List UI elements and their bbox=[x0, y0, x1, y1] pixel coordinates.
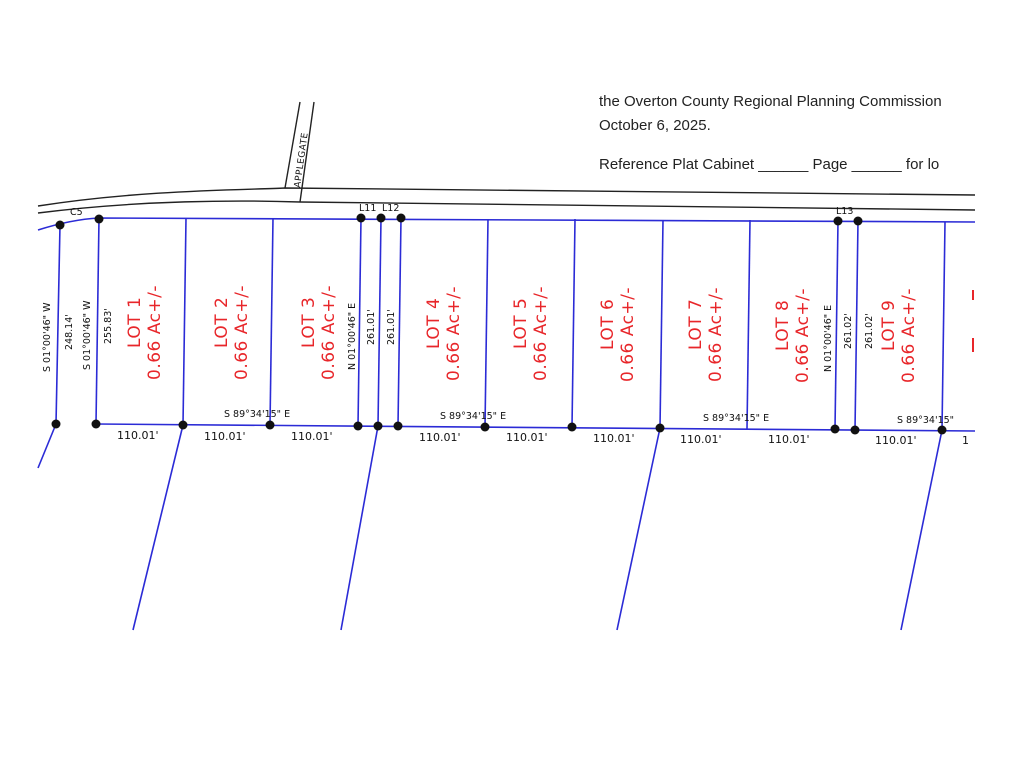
rear-length-10: 1 bbox=[962, 434, 969, 447]
corner-point bbox=[376, 213, 386, 223]
lot-7-area: 0.66 Ac+/- bbox=[706, 287, 726, 382]
side-length-left-1: 248.14' bbox=[64, 314, 75, 350]
line-label-l13: L13 bbox=[836, 206, 853, 217]
side-line-2 bbox=[95, 217, 100, 425]
lot-labels: LOT 1 0.66 Ac+/- LOT 2 0.66 Ac+/- LOT 3 … bbox=[125, 285, 919, 383]
side-bearing-mid-2: N 01°00'46" E bbox=[823, 305, 834, 372]
side-length-mid-2: 261.01' bbox=[386, 309, 397, 345]
road-name-label: APPLEGATE bbox=[293, 132, 311, 189]
rear-length-2: 110.01' bbox=[204, 430, 246, 443]
diagonal-line-1 bbox=[37, 423, 57, 469]
rear-length-3: 110.01' bbox=[291, 430, 333, 443]
corner-point bbox=[356, 213, 366, 223]
rear-length-7: 110.01' bbox=[680, 433, 722, 446]
corner-points bbox=[51, 213, 947, 435]
road-edges bbox=[37, 101, 976, 214]
lot-3-area: 0.66 Ac+/- bbox=[319, 285, 339, 380]
applegate-road-left-edge bbox=[284, 101, 301, 189]
side-line-14 bbox=[941, 221, 946, 431]
rear-length-6: 110.01' bbox=[593, 432, 635, 445]
side-line-8 bbox=[484, 218, 489, 428]
lot-8-area: 0.66 Ac+/- bbox=[793, 288, 813, 383]
corner-point bbox=[51, 419, 61, 429]
side-length-mid-4: 261.02' bbox=[864, 313, 875, 349]
corner-point bbox=[396, 213, 406, 223]
corner-point bbox=[94, 214, 104, 224]
diagonal-line-2 bbox=[132, 424, 184, 631]
corner-point bbox=[853, 216, 863, 226]
line-label-l11: L11 bbox=[359, 203, 376, 214]
lot-4-area: 0.66 Ac+/- bbox=[444, 286, 464, 381]
rear-length-4: 110.01' bbox=[419, 431, 461, 444]
corner-point bbox=[265, 420, 275, 430]
corner-point bbox=[937, 425, 947, 435]
corner-point bbox=[178, 420, 188, 430]
header-note-line-1: the Overton County Regional Planning Com… bbox=[599, 93, 942, 110]
lot-1-area: 0.66 Ac+/- bbox=[145, 285, 165, 380]
lot-2-name: LOT 2 bbox=[212, 297, 232, 348]
lot-8-name: LOT 8 bbox=[773, 300, 793, 351]
corner-point bbox=[567, 422, 577, 432]
side-bearing-left-2: S 01°00'46" W bbox=[82, 300, 93, 370]
diagonal-line-4 bbox=[616, 427, 661, 631]
side-bearing-left-1: S 01°00'46" W bbox=[42, 302, 53, 372]
rear-length-8: 110.01' bbox=[768, 433, 810, 446]
side-line-7 bbox=[397, 217, 402, 427]
lot-2-area: 0.66 Ac+/- bbox=[232, 285, 252, 380]
diagonal-line-5 bbox=[900, 429, 943, 631]
corner-point bbox=[55, 220, 65, 230]
line-label-l12: L12 bbox=[382, 203, 399, 214]
corner-point bbox=[353, 421, 363, 431]
corner-point bbox=[850, 425, 860, 435]
rear-line bbox=[95, 423, 976, 432]
lot-1-name: LOT 1 bbox=[125, 297, 145, 348]
corner-point bbox=[91, 419, 101, 429]
road-north-edge bbox=[37, 187, 976, 207]
lot-boundaries bbox=[37, 217, 976, 631]
side-line-3 bbox=[182, 217, 187, 426]
rear-length-1: 110.01' bbox=[117, 429, 159, 442]
lot-5-area: 0.66 Ac+/- bbox=[531, 286, 551, 381]
lot-6-area: 0.66 Ac+/- bbox=[618, 287, 638, 382]
applegate-road-right-edge bbox=[299, 101, 315, 203]
rear-length-9: 110.01' bbox=[875, 434, 917, 447]
lot-3-name: LOT 3 bbox=[299, 297, 319, 348]
side-line-10 bbox=[659, 219, 664, 429]
side-line-1 bbox=[55, 224, 61, 425]
corner-point bbox=[393, 421, 403, 431]
corner-point bbox=[373, 421, 383, 431]
lot-9-area: 0.66 Ac+/- bbox=[899, 288, 919, 383]
corner-point bbox=[655, 423, 665, 433]
lot-5-name: LOT 5 bbox=[511, 298, 531, 349]
rear-length-5: 110.01' bbox=[506, 431, 548, 444]
rear-bearing-2: S 89°34'15" E bbox=[440, 411, 506, 422]
road-south-edge bbox=[37, 200, 976, 214]
rear-bearing-4: S 89°34'15" bbox=[897, 415, 954, 426]
header-note-line-2: October 6, 2025. bbox=[599, 117, 711, 134]
side-length-mid-1: 261.01' bbox=[366, 309, 377, 345]
corner-point bbox=[833, 216, 843, 226]
curve-label: C5 bbox=[70, 207, 83, 218]
lot-7-name: LOT 7 bbox=[686, 299, 706, 350]
side-bearing-mid-1: N 01°00'46" E bbox=[347, 303, 358, 370]
side-line-4 bbox=[269, 217, 274, 426]
rear-bearing-3: S 89°34'15" E bbox=[703, 413, 769, 424]
corner-point bbox=[480, 422, 490, 432]
side-line-12 bbox=[834, 220, 839, 430]
lot-4-name: LOT 4 bbox=[424, 298, 444, 349]
side-line-6 bbox=[377, 217, 382, 427]
side-length-mid-3: 261.02' bbox=[843, 313, 854, 349]
side-line-11 bbox=[746, 219, 751, 430]
header-note-line-3: Reference Plat Cabinet ______ Page _____… bbox=[599, 156, 940, 173]
rear-bearing-1: S 89°34'15" E bbox=[224, 409, 290, 420]
side-line-13 bbox=[854, 220, 859, 431]
diagonal-line-3 bbox=[340, 425, 379, 631]
side-line-5 bbox=[357, 217, 362, 427]
corner-point bbox=[830, 424, 840, 434]
lot-6-name: LOT 6 bbox=[598, 299, 618, 350]
lot-9-name: LOT 9 bbox=[879, 300, 899, 351]
side-length-left-2: 255.83' bbox=[103, 308, 114, 344]
side-line-9 bbox=[571, 218, 576, 428]
